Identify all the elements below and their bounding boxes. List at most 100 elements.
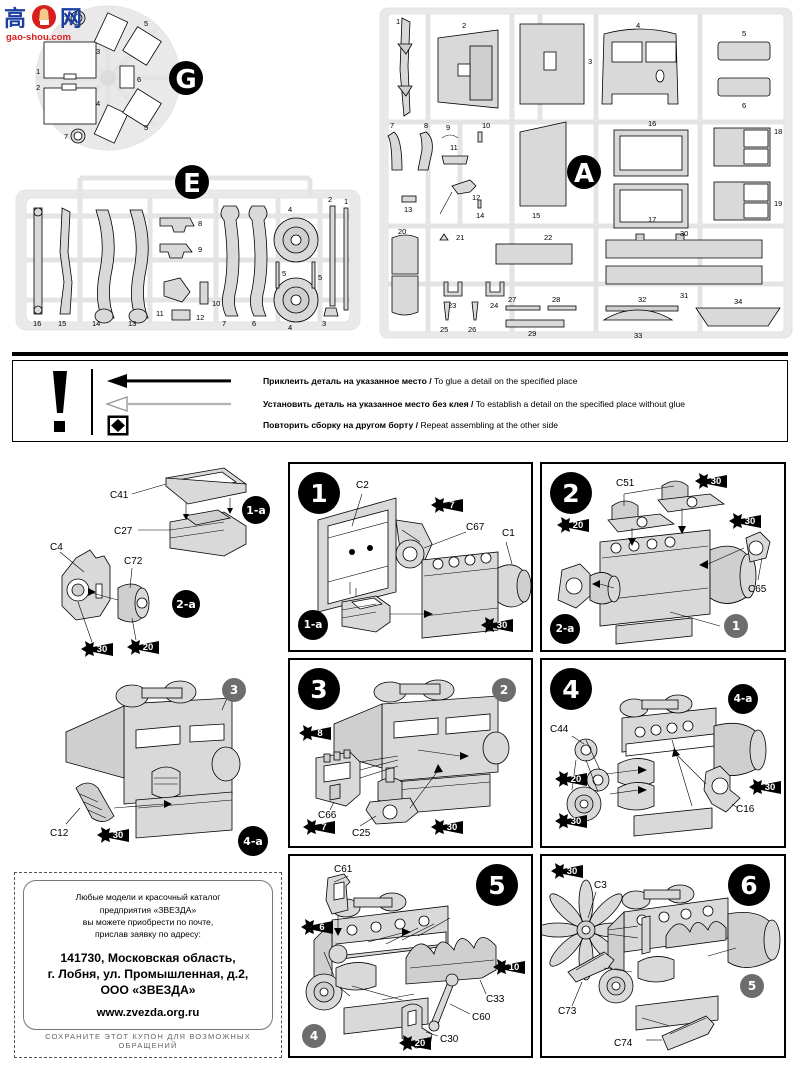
svg-text:16: 16 (648, 119, 656, 128)
svg-text:31: 31 (680, 291, 688, 300)
svg-text:1: 1 (36, 67, 40, 76)
svg-text:7: 7 (64, 14, 68, 23)
label-C44: C44 (550, 724, 569, 735)
label-C4: C4 (50, 542, 63, 553)
section-divider (12, 352, 788, 356)
svg-text:18: 18 (774, 127, 782, 136)
reference-badge-2a: 2-a (550, 614, 580, 644)
star-badge-20: 20 (127, 639, 159, 655)
step-panel-5: C61 C33 C60 C30 5 4 6 10 (288, 854, 533, 1058)
svg-text:4: 4 (288, 205, 292, 214)
step-panel-4: C44 C16 4 4-a 20 30 30 (540, 658, 786, 848)
sprue-badge-E (175, 165, 209, 199)
star-value-7: 7 (321, 822, 326, 833)
label-C74: C74 (614, 1038, 633, 1049)
legend-no-glue-en: To establish a detail on the specified p… (475, 399, 686, 409)
step-number-3: 3 (298, 668, 340, 710)
step-number-4: 4 (550, 668, 592, 710)
label-C65: C65 (748, 584, 767, 595)
step-number-1: 1 (298, 472, 340, 514)
star-badge-30: 30 (551, 863, 583, 879)
sprue-badge-A (567, 155, 601, 189)
part-C27-drawing (169, 509, 247, 557)
coupon-address-2: г. Лобня, ул. Промышленная, д.2, (47, 966, 249, 981)
label-C30: C30 (440, 1034, 459, 1045)
reference-badge-4: 4 (302, 1024, 326, 1048)
svg-text:12: 12 (196, 313, 204, 322)
svg-text:27: 27 (508, 295, 516, 304)
star-value-7: 7 (449, 500, 454, 511)
coupon-address-1: 141730, Московская область, (60, 950, 236, 965)
svg-text:4: 4 (96, 99, 100, 108)
solid-black-arrow-icon (107, 374, 231, 388)
reference-badge-5: 5 (740, 974, 764, 998)
svg-text:5: 5 (742, 29, 746, 38)
part-C72-drawing (117, 583, 150, 623)
label-C3: C3 (594, 880, 607, 891)
label-C73: C73 (558, 1006, 577, 1017)
svg-text:6: 6 (742, 101, 746, 110)
label-C16: C16 (736, 804, 755, 815)
sprue-label-E: E (183, 169, 201, 199)
reference-badge-1a: 1-a (298, 610, 328, 640)
star-badge-30: 30 (431, 819, 463, 835)
svg-text:3: 3 (588, 57, 592, 66)
watermark-char-1: 高 (4, 6, 26, 32)
part-C4-drawing (61, 549, 111, 621)
label-C61: C61 (334, 864, 353, 875)
subassembly-2a-inset-drawing (557, 563, 621, 609)
star-value-20: 20 (143, 642, 154, 653)
part-C74-drawing (661, 1015, 715, 1051)
engine-assembly-drawing (333, 679, 510, 815)
part-C25-drawing (365, 767, 419, 825)
svg-text:1: 1 (344, 197, 348, 206)
coupon-card: Любые модели и красочный каталог предпри… (23, 880, 273, 1030)
reference-badge-1: 1 (724, 614, 748, 638)
svg-text:6: 6 (252, 319, 256, 328)
watermark-char-2: 网 (60, 7, 82, 32)
svg-text:24: 24 (490, 301, 498, 310)
star-badge-30-left: 30 (555, 813, 587, 829)
svg-text:5: 5 (144, 19, 148, 28)
svg-text:2: 2 (462, 21, 466, 30)
coupon-footer: СОХРАНИТЕ ЭТОТ КУПОН ДЛЯ ВОЗМОЖНЫХ ОБРАЩ… (45, 1032, 251, 1050)
svg-text:33: 33 (634, 331, 642, 340)
sprue-label-A: A (574, 159, 594, 189)
legend-row-glue: Приклеить деталь на указанное место / To… (105, 369, 577, 393)
engine-block-drawing (599, 529, 757, 645)
subassembly-badge-1a: 1-a (242, 496, 270, 524)
step-2-drawing: C51 C65 (557, 478, 771, 645)
star-badge-6: 6 (301, 919, 333, 935)
label-C27: C27 (114, 526, 133, 537)
hand-icon (32, 5, 56, 29)
label-C2: C2 (356, 480, 369, 491)
svg-text:4: 4 (636, 21, 640, 30)
step-6-drawing: C3 C73 C74 (542, 879, 781, 1051)
subassembly-1a-inset-drawing (341, 595, 391, 633)
svg-text:7: 7 (390, 121, 394, 130)
star-badge-30-right: 30 (729, 513, 761, 529)
subassembly-1a-2a: C41 C27 C4 C72 1-a 2-a (14, 460, 282, 665)
svg-text:30: 30 (680, 229, 688, 238)
subassembly-4a: C12 3 4-a 30 (14, 668, 282, 864)
coupon-line-2: предприятия «ЗВЕЗДА» (99, 904, 197, 915)
svg-text:14: 14 (476, 211, 484, 220)
star-value-30-right: 30 (745, 516, 756, 527)
svg-text:3: 3 (96, 47, 100, 56)
legend-vertical-rule (91, 369, 93, 435)
svg-text:6: 6 (137, 75, 141, 84)
legend-repeat-ru: Повторить сборку на другом борту (263, 420, 414, 430)
star-badge-30: 30 (97, 827, 129, 843)
step-panel-6: C3 C73 C74 (540, 854, 786, 1058)
svg-text:20: 20 (398, 227, 406, 236)
svg-text:10: 10 (482, 121, 490, 130)
engine-assembly-drawing (65, 680, 241, 839)
svg-text:4: 4 (288, 323, 292, 332)
label-C67: C67 (466, 522, 485, 533)
svg-text:29: 29 (528, 329, 536, 338)
sprue-badge-G (169, 61, 203, 95)
subassembly-badge-4a: 4-a (238, 826, 268, 856)
star-badge-30-right: 30 (749, 779, 781, 795)
coupon-line-1: Любые модели и красочный каталог (75, 892, 221, 903)
step-4-drawing: C44 C16 (550, 694, 767, 837)
